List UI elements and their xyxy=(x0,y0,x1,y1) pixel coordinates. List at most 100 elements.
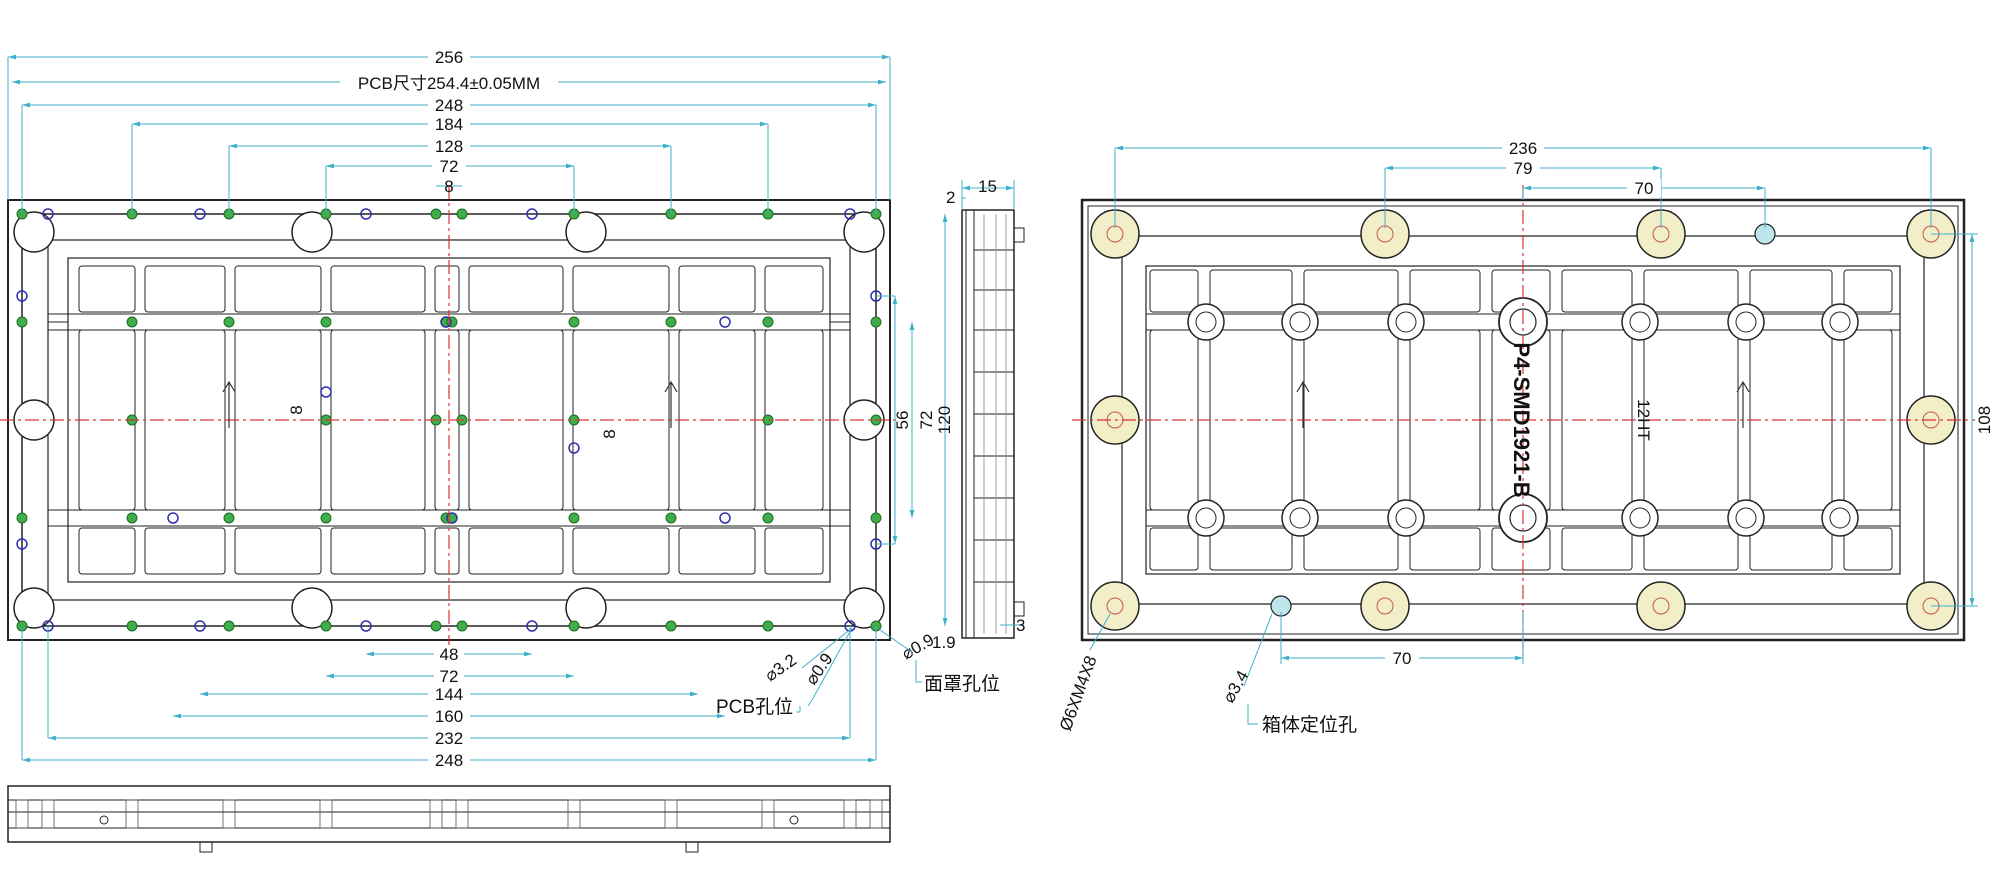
dim-184: 184 xyxy=(435,115,463,134)
back-cell xyxy=(1149,527,1199,571)
side-view-pin-top xyxy=(1013,227,1025,243)
front-cell xyxy=(144,265,226,313)
screw-hole xyxy=(1376,597,1394,615)
edge-feature xyxy=(319,799,333,829)
pcb-hole xyxy=(16,290,28,302)
front-cell xyxy=(468,527,564,575)
edge-feature xyxy=(567,799,581,829)
dim-160: 160 xyxy=(435,707,463,726)
edge-view-body xyxy=(7,785,891,843)
callout-phi3-4: ⌀3.4 xyxy=(1219,667,1252,706)
front-cell xyxy=(764,265,824,313)
callout-leader-lines xyxy=(796,627,922,713)
dim-15: 15 xyxy=(978,177,997,196)
front-cell xyxy=(572,265,670,313)
edge-view xyxy=(7,785,891,853)
back-standoff xyxy=(1187,499,1225,537)
back-standoff-inner xyxy=(1289,507,1311,529)
mask-hole xyxy=(126,512,138,524)
back-standoff-inner xyxy=(1629,507,1651,529)
front-cell xyxy=(678,527,756,575)
screw-hole xyxy=(1106,597,1124,615)
back-standoff xyxy=(1387,303,1425,341)
dim-8-top: 8 xyxy=(444,177,453,196)
pcb-hole xyxy=(194,208,206,220)
back-standoff xyxy=(1281,499,1319,537)
front-cell xyxy=(434,527,460,575)
screw-boss xyxy=(1090,581,1140,631)
dim-pcb-size: PCB尺寸254.4±0.05MM xyxy=(358,74,540,93)
back-cell xyxy=(1409,269,1481,313)
front-dimension-text: 256 PCB尺寸254.4±0.05MM 248 184 128 72 8 4… xyxy=(287,47,1000,770)
side-view: 2 15 3 xyxy=(946,177,1025,639)
mask-hole xyxy=(223,512,235,524)
back-cell xyxy=(1749,269,1833,313)
mask-hole xyxy=(762,512,774,524)
front-dimension-lines xyxy=(7,54,948,763)
pcb-hole xyxy=(194,620,206,632)
screw-boss xyxy=(1360,581,1410,631)
front-boss-hole xyxy=(291,587,333,629)
back-standoff xyxy=(1187,303,1225,341)
side-dimension-lines xyxy=(961,180,1024,626)
back-view: P4-SMD1921-B 12HT xyxy=(1072,185,1975,660)
dim-72-top: 72 xyxy=(440,157,459,176)
mask-hole xyxy=(762,620,774,632)
back-standoff-inner xyxy=(1735,311,1757,333)
front-cell xyxy=(234,527,322,575)
pcb-hole xyxy=(440,316,452,328)
front-cell xyxy=(78,265,136,313)
mask-hole xyxy=(870,316,882,328)
back-standoff xyxy=(1821,499,1859,537)
pcb-hole xyxy=(719,512,731,524)
back-standoff xyxy=(1281,303,1319,341)
side-view-ribs xyxy=(974,214,1014,634)
back-cell xyxy=(1749,527,1833,571)
mask-hole xyxy=(456,620,468,632)
dim-236: 236 xyxy=(1509,139,1537,158)
mask-hole xyxy=(320,620,332,632)
dim-248-bottom: 248 xyxy=(435,751,463,770)
pcb-hole xyxy=(446,512,458,524)
screw-hole xyxy=(1652,597,1670,615)
back-cell xyxy=(1303,527,1399,571)
front-view xyxy=(0,185,898,655)
pcb-hole xyxy=(360,208,372,220)
pcb-hole xyxy=(844,208,856,220)
edge-feature xyxy=(15,799,29,829)
dim-232: 232 xyxy=(435,729,463,748)
front-boss-hole xyxy=(291,211,333,253)
back-cell xyxy=(1643,269,1739,313)
back-standoff xyxy=(1621,303,1659,341)
callout-1-9: 1.9 xyxy=(932,633,956,652)
back-cell xyxy=(1409,329,1481,511)
front-direction-arrow-right xyxy=(664,380,678,428)
edge-feature xyxy=(843,799,857,829)
dim-144: 144 xyxy=(435,685,463,704)
pcb-hole xyxy=(320,386,332,398)
back-cell xyxy=(1561,269,1633,313)
pcb-hole xyxy=(568,442,580,454)
mask-hole xyxy=(430,208,442,220)
back-standoff-inner xyxy=(1829,507,1851,529)
mask-hole xyxy=(568,316,580,328)
back-cell xyxy=(1643,527,1739,571)
mask-hole xyxy=(456,208,468,220)
back-cell xyxy=(1149,269,1199,313)
mark-12ht: 12HT xyxy=(1634,399,1653,441)
back-standoff xyxy=(1727,499,1765,537)
dim-56: 56 xyxy=(893,411,912,430)
pcb-hole xyxy=(16,538,28,550)
dim-120: 120 xyxy=(935,406,954,434)
edge-view-features xyxy=(15,799,883,829)
edge-feature xyxy=(664,799,678,829)
front-cell xyxy=(330,265,426,313)
edge-feature xyxy=(455,799,469,829)
back-standoff-inner xyxy=(1289,311,1311,333)
back-cell xyxy=(1209,527,1293,571)
edge-feature xyxy=(761,799,775,829)
edge-feature xyxy=(41,799,55,829)
back-cell xyxy=(1561,527,1633,571)
front-cell xyxy=(78,527,136,575)
